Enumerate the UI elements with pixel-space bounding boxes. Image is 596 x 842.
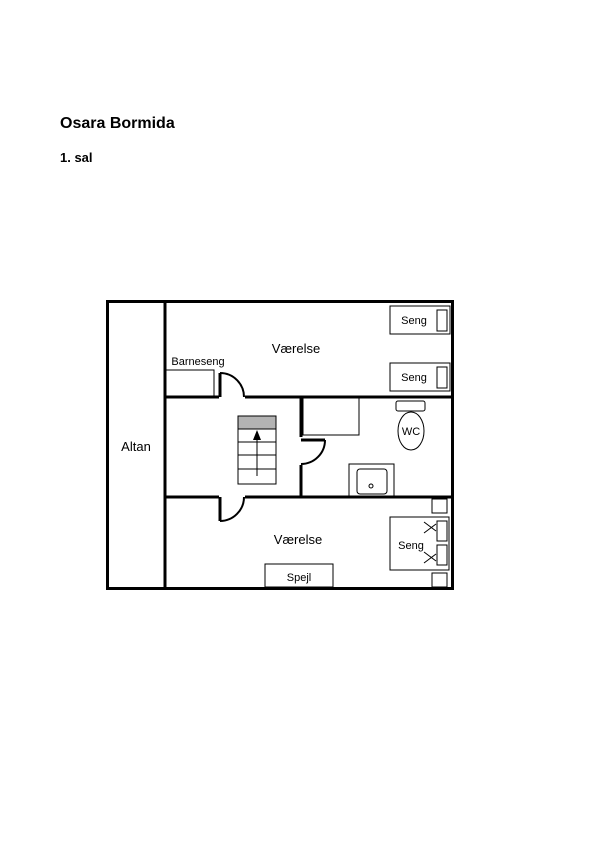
bath-counter [302, 397, 360, 436]
label-balcony: Altan [121, 439, 151, 454]
stair-arrowhead [253, 430, 261, 440]
label-bed-top-2: Seng [401, 372, 427, 384]
double-bed [389, 516, 450, 571]
crib [165, 369, 215, 397]
door-bottom-room [218, 496, 245, 522]
shower [348, 463, 395, 497]
page-title: Osara Bormida [60, 115, 175, 132]
label-room-bottom: Værelse [274, 532, 322, 547]
nightstand-bottom [431, 572, 448, 588]
mirror [264, 563, 334, 588]
toilet [395, 400, 426, 451]
outer-wall [106, 300, 454, 590]
label-mirror: Spejl [287, 572, 311, 584]
door-wc [300, 438, 326, 465]
label-bed-bottom: Seng [398, 540, 424, 552]
bed-top-2 [389, 362, 451, 392]
bed-top-1 [389, 305, 451, 335]
floor-label: 1. sal [60, 150, 93, 165]
door-top-room [218, 372, 245, 398]
label-crib: Barneseng [171, 356, 224, 368]
staircase [237, 415, 277, 485]
label-bed-top-1: Seng [401, 315, 427, 327]
nightstand-top [431, 498, 448, 514]
label-room-top: Værelse [272, 341, 320, 356]
label-wc: WC [402, 426, 420, 438]
